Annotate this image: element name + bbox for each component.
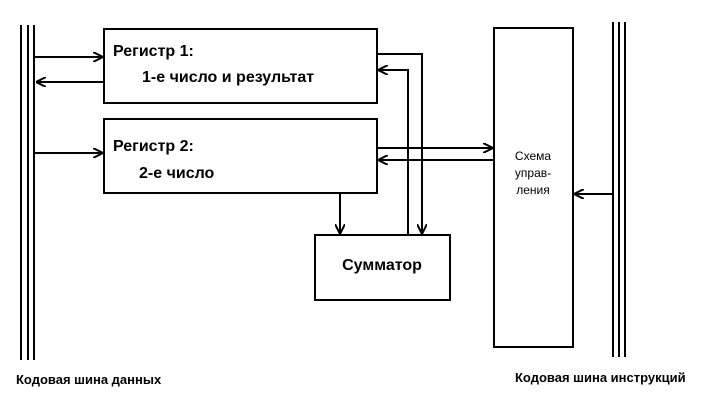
arrow-adder-to-register-1 <box>378 70 409 234</box>
data-bus <box>20 25 35 360</box>
data-bus-label: Кодовая шина данных <box>16 372 162 387</box>
adder-label: Сумматор <box>342 257 422 274</box>
instruction-bus-label: Кодовая шина инструкций <box>515 370 686 385</box>
register-1-content: 1-е число и результат <box>142 69 314 86</box>
register-2-title: Регистр 2: <box>113 138 194 155</box>
register-2-box <box>103 118 378 194</box>
adder-box <box>314 234 451 301</box>
register-2-content: 2-е число <box>139 165 215 182</box>
control-scheme-box <box>493 27 574 348</box>
arrow-register-1-to-adder <box>377 53 422 234</box>
instruction-bus <box>612 22 626 357</box>
register-1-title: Регистр 1: <box>113 43 194 60</box>
register-1-box <box>103 28 378 104</box>
control-scheme-line-3: ления <box>516 183 550 197</box>
control-scheme-line-1: Схема <box>515 149 551 163</box>
control-scheme-line-2: управ- <box>515 166 551 180</box>
connections <box>35 54 612 234</box>
